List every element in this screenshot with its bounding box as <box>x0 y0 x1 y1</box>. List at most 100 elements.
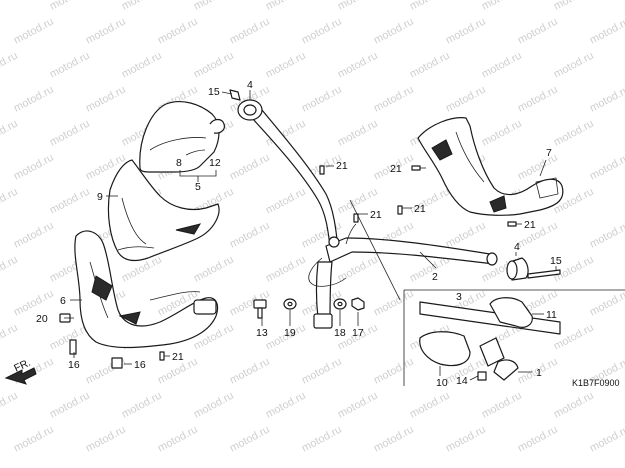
watermark-text: motod.ru <box>264 254 308 285</box>
watermark-text: motod.ru <box>588 424 625 455</box>
watermark-text: motod.ru <box>48 186 92 217</box>
callout-21-e: 21 <box>172 351 184 363</box>
watermark-text: motod.ru <box>84 16 128 47</box>
switch-housing-part <box>417 117 564 216</box>
watermark-text: motod.ru <box>336 254 380 285</box>
watermark-text: motod.ru <box>264 50 308 81</box>
watermark-text: motod.ru <box>480 0 524 13</box>
watermark-text: motod.ru <box>156 16 200 47</box>
watermark-text: motod.ru <box>192 0 236 13</box>
watermark-text: motod.ru <box>228 424 272 455</box>
watermark-text: motod.ru <box>228 16 272 47</box>
watermark-text: motod.ru <box>408 390 452 421</box>
bolt-15-upper <box>229 89 241 101</box>
watermark-text: motod.ru <box>264 0 308 13</box>
watermark-text: motod.ru <box>408 0 452 13</box>
callout-12: 12 <box>209 157 221 169</box>
watermark-text: motod.ru <box>12 16 56 47</box>
watermark-text: motod.ru <box>336 118 380 149</box>
watermark-text: motod.ru <box>444 424 488 455</box>
watermark-text: motod.ru <box>84 84 128 115</box>
watermark-text: motod.ru <box>120 50 164 81</box>
watermark-text: motod.ru <box>48 50 92 81</box>
callout-4-lower: 4 <box>514 241 520 253</box>
watermark-text: motod.ru <box>48 390 92 421</box>
watermark-text: motod.ru <box>12 152 56 183</box>
watermark-text: motod.ru <box>300 356 344 387</box>
callout-16-b: 16 <box>134 359 146 371</box>
watermark-text: motod.ru <box>336 390 380 421</box>
top-cover-part <box>139 101 220 173</box>
diagram-code: K1B7F0900 <box>572 378 620 388</box>
bolt-13 <box>253 299 267 319</box>
watermark-text: motod.ru <box>0 50 20 81</box>
watermark-text: motod.ru <box>264 186 308 217</box>
watermark-text: motod.ru <box>444 16 488 47</box>
watermark-text: motod.ru <box>0 118 20 149</box>
watermark-text: motod.ru <box>372 424 416 455</box>
nut-17 <box>351 297 365 311</box>
watermark-text: motod.ru <box>156 424 200 455</box>
watermark-text: motod.ru <box>480 118 524 149</box>
callout-2: 2 <box>432 271 438 283</box>
watermark-text: motod.ru <box>228 356 272 387</box>
watermark-text: motod.ru <box>264 390 308 421</box>
watermark-text: motod.ru <box>480 50 524 81</box>
callout-18: 18 <box>334 327 346 339</box>
bar-end-weight-lower <box>506 257 529 281</box>
callout-3: 3 <box>456 291 462 303</box>
callout-labels: 15 4 8 12 5 9 21 21 21 21 21 21 7 6 20 1… <box>36 79 562 389</box>
callout-15-lower: 15 <box>550 255 562 267</box>
watermark-text: motod.ru <box>0 390 20 421</box>
callout-20: 20 <box>36 313 48 325</box>
watermark-text: motod.ru <box>372 84 416 115</box>
detail-inset <box>349 199 625 386</box>
front-cover-part <box>74 230 219 349</box>
watermark-text: motod.ru <box>516 424 560 455</box>
callout-21-f: 21 <box>524 219 536 231</box>
front-direction-arrow <box>4 367 37 385</box>
callout-14: 14 <box>456 375 468 387</box>
watermark-text: motod.ru <box>480 390 524 421</box>
callout-15-upper: 15 <box>208 86 220 98</box>
watermark-text: motod.ru <box>192 390 236 421</box>
callout-21-b: 21 <box>370 209 382 221</box>
handlebar-pipe-part <box>251 109 498 329</box>
watermark-text: motod.ru <box>588 152 625 183</box>
watermark-text: motod.ru <box>300 424 344 455</box>
watermark-text: motod.ru <box>552 50 596 81</box>
callout-8: 8 <box>176 157 182 169</box>
watermark-text: motod.ru <box>300 16 344 47</box>
callout-7: 7 <box>546 147 552 159</box>
callout-16-a: 16 <box>68 359 80 371</box>
callout-1: 1 <box>536 367 542 379</box>
callout-17: 17 <box>352 327 364 339</box>
watermark-text: motod.ru <box>516 16 560 47</box>
watermark-text: motod.ru <box>408 50 452 81</box>
washer-19 <box>283 298 297 310</box>
watermark-text: motod.ru <box>444 220 488 251</box>
watermark-text: motod.ru <box>588 220 625 251</box>
callout-13: 13 <box>256 327 268 339</box>
callout-21-a: 21 <box>336 160 348 172</box>
watermark-text: motod.ru <box>12 288 56 319</box>
callout-10: 10 <box>436 377 448 389</box>
watermark-text: motod.ru <box>48 118 92 149</box>
watermark-text: motod.ru <box>12 220 56 251</box>
callout-11: 11 <box>546 309 557 321</box>
watermark-text: motod.ru <box>192 254 236 285</box>
watermark-text: motod.ru <box>552 118 596 149</box>
watermark-text: motod.ru <box>444 84 488 115</box>
watermark-text: motod.ru <box>0 186 20 217</box>
callout-6: 6 <box>60 295 66 307</box>
washer-18 <box>333 298 347 310</box>
middle-cover-part <box>107 159 220 262</box>
watermark-text: motod.ru <box>336 0 380 13</box>
watermark-text: motod.ru <box>228 152 272 183</box>
watermark-text: motod.ru <box>0 322 20 353</box>
watermark-text: motod.ru <box>372 16 416 47</box>
callout-19: 19 <box>284 327 296 339</box>
watermark-text: motod.ru <box>372 288 416 319</box>
